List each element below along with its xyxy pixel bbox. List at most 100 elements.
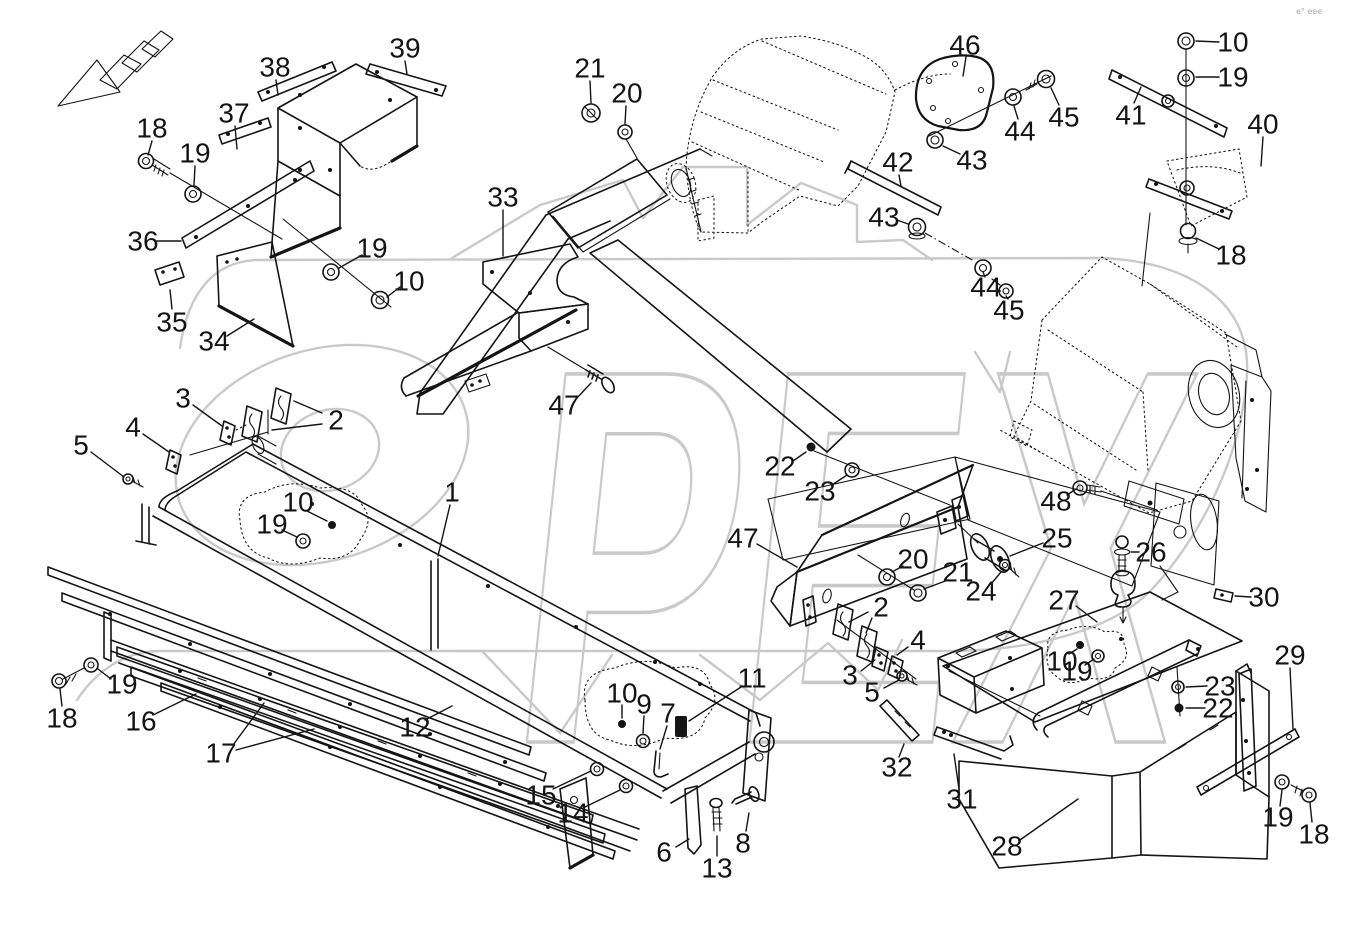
part-38-strip [257, 61, 337, 102]
leader-15 [552, 770, 592, 790]
callout-10-tr: 10 [1217, 27, 1248, 58]
leader-10-tr [1195, 40, 1220, 43]
direction-arrow-icon [57, 30, 174, 107]
callout-19-blob-left: 19 [256, 509, 287, 540]
leader-47-mid [756, 543, 798, 568]
leader-20-top [624, 105, 627, 125]
callout-9: 9 [636, 689, 652, 720]
leader-18-bl [59, 688, 63, 707]
callout-43-top: 43 [956, 145, 987, 176]
callout-23-mid: 23 [804, 476, 835, 507]
callout-20-mid: 20 [897, 544, 928, 575]
leader-37 [234, 125, 238, 150]
callout-10-plate27: 10 [1046, 646, 1077, 677]
callout-32: 32 [881, 752, 912, 783]
callout-47-mid: 47 [727, 523, 758, 554]
leader-1 [437, 504, 451, 557]
part-21-bolt-top [581, 103, 601, 123]
callout-10-blob-right: 10 [606, 678, 637, 709]
leader-14 [584, 789, 621, 808]
callout-15: 15 [525, 780, 556, 811]
watermark: PEX e° eee [75, 7, 1322, 857]
leader-17 [232, 702, 265, 746]
leader-21-top [589, 80, 592, 104]
leader-19-tl [193, 165, 196, 186]
part-6-blade [684, 785, 702, 855]
leader-4-right [896, 646, 909, 656]
part-19-10-hardware-topleft2 [282, 218, 392, 310]
part-34-flap [216, 241, 295, 348]
part-33-arm-band [400, 308, 578, 398]
leader-23-br [1185, 685, 1208, 688]
callout-5-right: 5 [864, 677, 880, 708]
callout-19-tr: 19 [1217, 62, 1248, 93]
mount-plate-b [954, 456, 1161, 587]
callout-14: 14 [557, 798, 588, 829]
leader-39 [404, 60, 408, 75]
leader-22-mid [792, 451, 807, 462]
leader-47-top [575, 382, 592, 400]
callout-4-right: 4 [910, 625, 926, 656]
part-47-bolt-top [547, 346, 615, 394]
callout-28: 28 [991, 831, 1022, 862]
callout-40: 40 [1247, 109, 1278, 140]
leader-3-left [192, 404, 223, 427]
callout-10-blob-left: 10 [282, 487, 313, 518]
callout-6: 6 [656, 837, 672, 868]
leader-30 [1234, 595, 1252, 598]
leader-44-mid [982, 271, 986, 278]
part-26-bolt-bumper [1110, 535, 1136, 624]
callout-layer: 1223344556789101010101011121314151617181… [46, 27, 1329, 884]
leader-7 [659, 725, 668, 750]
leader-21-mid [923, 579, 949, 590]
leader-19-br [1279, 789, 1283, 807]
leader-12 [424, 705, 453, 721]
parts-22-23-mid [806, 442, 951, 506]
leader-4-left [142, 433, 170, 453]
watermark-text: PEX [493, 259, 1223, 857]
callout-7: 7 [660, 698, 676, 729]
corner-angle-bracket [1238, 668, 1257, 792]
part-1-frame [135, 409, 761, 799]
callout-11: 11 [737, 663, 766, 694]
callout-23-br: 23 [1204, 671, 1235, 702]
leader-3-right [860, 659, 876, 672]
leader-43-top [942, 145, 961, 155]
z-frame-band [416, 148, 852, 453]
clamp-set-left [122, 387, 292, 488]
leader-35 [169, 289, 173, 310]
mount-plate-a [767, 456, 971, 561]
part-37-strip [218, 117, 272, 145]
part-18-bolt-topleft [137, 152, 283, 240]
leader-29 [1289, 667, 1294, 730]
part-42-strip [844, 160, 942, 216]
callout-12: 12 [399, 712, 430, 743]
leader-8 [745, 812, 750, 832]
box-beam [937, 630, 1045, 714]
callout-22-br: 22 [1202, 693, 1233, 724]
bent-rail [1032, 639, 1202, 738]
callout-33: 33 [487, 182, 518, 213]
corner-mark: e° eee [1296, 7, 1322, 16]
part-11-pin [675, 716, 687, 737]
parts-14-15-washers [589, 761, 634, 794]
callout-27: 27 [1048, 585, 1079, 616]
part-25-roller [957, 523, 1011, 573]
callout-26: 26 [1135, 537, 1166, 568]
callout-18-bl: 18 [46, 703, 77, 734]
part-34-39-housing [269, 63, 419, 259]
machine-chute-outline [665, 35, 951, 242]
leader-19-tl2 [338, 254, 363, 269]
watermark-zigzag-top [450, 165, 934, 262]
callout-19-plate27: 19 [1061, 656, 1092, 687]
part-40-plate [1141, 148, 1248, 287]
leader-10-plate27 [1068, 648, 1078, 655]
callout-2-left: 2 [328, 405, 344, 436]
callout-1: 1 [444, 477, 460, 508]
callout-24: 24 [965, 576, 996, 607]
part-43-44-45-mid-hardware [907, 217, 1014, 299]
callout-37: 37 [218, 98, 249, 129]
callout-29: 29 [1274, 640, 1305, 671]
callout-5-left: 5 [73, 430, 89, 461]
drawing-layer [47, 30, 1317, 870]
